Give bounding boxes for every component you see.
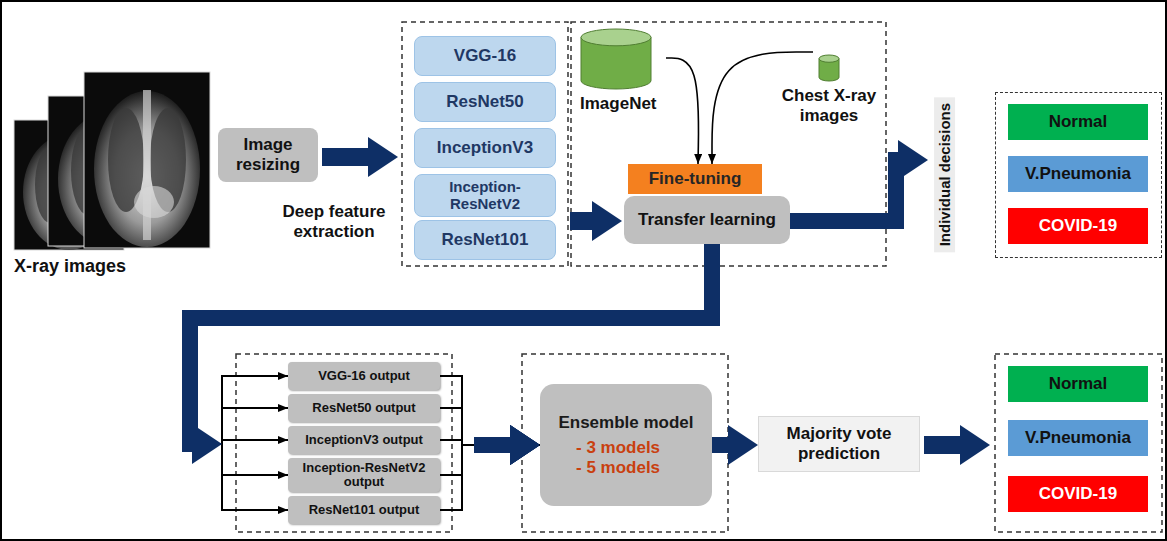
class-box: Normal [1008, 366, 1148, 402]
model-output-box: ResNet101 output [288, 496, 440, 524]
connector-arrow [190, 244, 712, 510]
box-label: ImageNet [580, 94, 664, 114]
box-label: Image resizing [224, 135, 312, 174]
dashed-frame [402, 22, 568, 266]
block-arrow [924, 425, 990, 465]
class-box: V.Pneumonia [1008, 420, 1148, 456]
class-box: V.Pneumonia [1008, 156, 1148, 192]
box-label: ResNet101 [421, 230, 549, 250]
box-label: Normal [1014, 374, 1142, 394]
class-box: COVID-19 [1008, 208, 1148, 244]
fine-tuning-box: Fine-tuning [628, 164, 762, 194]
box-label: ResNet50 [421, 92, 549, 112]
database-cylinder: ImageNet [578, 26, 666, 122]
model-box: ResNet50 [414, 82, 556, 122]
trunk-arrow [190, 244, 712, 452]
box-label: COVID-19 [1014, 216, 1142, 236]
box-label: Transfer learning [630, 210, 784, 230]
database-cylinder: Chest X-ray images [776, 52, 882, 132]
box-label: Inception-ResNetV2 output [294, 461, 434, 490]
box-label: Normal [1014, 112, 1142, 132]
arrow-head [192, 424, 222, 464]
cylinder-top [581, 29, 651, 46]
label-anchor: Deep feature extraction [272, 202, 396, 241]
box-label: InceptionV3 [421, 138, 549, 158]
connector-arrow [440, 445, 540, 475]
box-label: ResNet50 output [294, 401, 434, 415]
dashed-frame [995, 354, 1162, 532]
dashed-frame [522, 354, 728, 532]
model-output-box: Inception-ResNetV2 output [288, 458, 440, 492]
trunk-arrow [474, 437, 512, 453]
connector-arrow [440, 376, 540, 445]
model-output-box: VGG-16 output [288, 362, 440, 390]
connector-arrow [190, 244, 712, 475]
cylinder-shape [818, 54, 840, 82]
ensemble-box: Ensemble model - 3 models- 5 models [540, 384, 712, 506]
model-box: ResNet101 [414, 220, 556, 260]
cylinder-top [819, 55, 839, 62]
box-label: Ensemble model [546, 413, 706, 433]
box-label: Inception-ResNetV2 [421, 179, 549, 212]
box-label: ResNet101 output [294, 503, 434, 517]
xray-image [84, 72, 210, 248]
box-label: V.Pneumonia [1014, 164, 1142, 184]
decision-group: Individual decisions NormalV.PneumoniaCOV… [928, 90, 1164, 260]
cylinder-shape [580, 28, 652, 90]
label-anchor: X-ray images [14, 256, 144, 277]
connector-arrow [712, 52, 813, 164]
connector-arrow [666, 58, 699, 164]
box-label: - 5 models [546, 458, 706, 478]
dashed-frame [571, 22, 886, 266]
box-label: VGG-16 output [294, 369, 434, 383]
box-label: VGG-16 [421, 46, 549, 66]
class-box: COVID-19 [1008, 476, 1148, 512]
block-arrow [322, 137, 398, 177]
connector-arrow [712, 437, 728, 453]
vote-box: Majority vote prediction [758, 416, 920, 472]
group-heading: Individual decisions [934, 96, 955, 251]
model-box: InceptionV3 [414, 128, 556, 168]
connector-arrow [190, 244, 712, 444]
caption-label: X-ray images [14, 256, 144, 277]
connector-arrow [440, 445, 540, 510]
connector-arrow [190, 244, 712, 444]
connector-arrow [190, 244, 712, 444]
box-label: V.Pneumonia [1014, 428, 1142, 448]
xray-frame [84, 72, 210, 248]
class-box: Normal [1008, 104, 1148, 140]
model-box: VGG-16 [414, 36, 556, 76]
block-arrow [570, 201, 622, 241]
connector-arrow [790, 160, 898, 221]
box-label: - 3 models [546, 438, 706, 458]
xray-heart [134, 186, 174, 218]
box-label: COVID-19 [1014, 484, 1142, 504]
box-label: Chest X-ray images [778, 86, 880, 125]
process-box: Image resizing [218, 128, 318, 182]
connector-arrow [440, 408, 540, 445]
xray-thorax [94, 91, 200, 247]
model-output-box: InceptionV3 output [288, 426, 440, 454]
box-label: Majority vote prediction [765, 424, 913, 463]
model-box: Inception-ResNetV2 [414, 174, 556, 217]
box-label: Fine-tuning [634, 169, 756, 189]
dashed-frame [236, 354, 452, 532]
model-output-box: ResNet50 output [288, 394, 440, 422]
box-label: InceptionV3 output [294, 433, 434, 447]
transfer-learning-box: Transfer learning [624, 196, 790, 244]
caption-label: Deep feature extraction [272, 202, 396, 241]
